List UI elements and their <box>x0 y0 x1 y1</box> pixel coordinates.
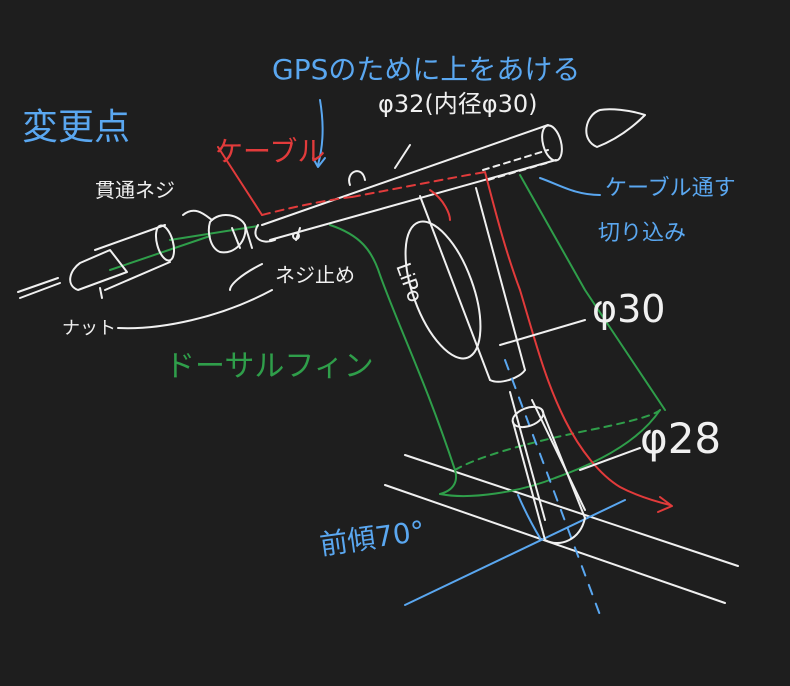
diameter-28-label: φ28 <box>640 414 722 463</box>
mast-centerline <box>504 359 601 616</box>
lower-tube <box>511 405 586 545</box>
gps-note-label: GPSのために上をあける <box>272 53 581 86</box>
cable-label: ケーブル <box>215 135 326 168</box>
change-points-label: 変更点 <box>22 107 131 148</box>
screw-stop-label: ネジ止め <box>275 263 355 287</box>
cable-path <box>217 146 673 513</box>
dorsal-fin-label: ドーサルフィン <box>165 349 374 384</box>
nut-label: ナット <box>62 318 116 339</box>
cable-notch-label-line2: 切り込み <box>598 221 687 246</box>
nose-cone <box>585 108 646 148</box>
lipo-battery-shape <box>404 220 482 360</box>
cable-notch-dashes <box>482 149 551 181</box>
through-screw-label: 貫通ネジ <box>95 178 175 202</box>
cable-notch-label-line1: ケーブル通す <box>605 176 736 201</box>
tilt-reference-line <box>404 499 626 606</box>
rear-assembly <box>17 209 273 330</box>
diameter-30-label: φ30 <box>592 287 666 331</box>
dimension-leaders <box>394 144 641 471</box>
tilt-angle-arc <box>517 494 541 539</box>
leader-lines <box>312 99 601 196</box>
tube-diameter-label: φ32(内径φ30) <box>378 90 538 118</box>
ground-lines <box>384 454 739 604</box>
